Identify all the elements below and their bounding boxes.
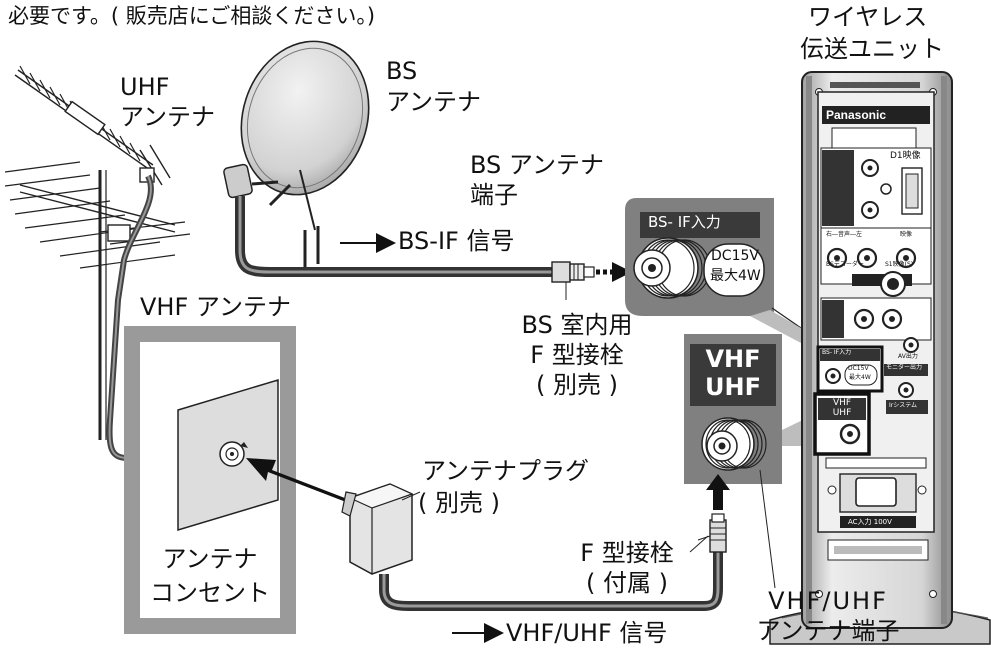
unit-vhf-label: VHF: [832, 398, 852, 408]
brand-logo: Panasonic: [826, 108, 887, 122]
unit-uhf-label: UHF: [832, 408, 852, 418]
bs-connector-label-line2: F 型接栓: [530, 341, 624, 369]
uhf-antenna-label-line1: UHF: [120, 73, 170, 101]
unit-ac-in-label: AC入力 100V: [848, 518, 892, 526]
vhf-terminal-label-line1: VHF/UHF: [768, 587, 888, 615]
unit-bs-if-in-label: BS- IF入力: [822, 349, 852, 356]
antenna-plug-label-line2: ( 別売 ): [418, 489, 500, 517]
unit-bs-decoder-label: BSデコーダー: [826, 261, 864, 268]
unit-ir-system-label: Irシステム: [889, 402, 918, 409]
bs-terminal-label-line1: BS アンテナ: [470, 151, 604, 179]
outlet-label-line1: アンテナ: [162, 545, 258, 573]
supplied-f-connector: [697, 513, 727, 553]
outlet-label-line2: コンセント: [150, 579, 270, 607]
bs-f-connector: [551, 261, 595, 300]
unit-av-out-label: AV出力: [898, 353, 918, 360]
unit-spec-a: DC15V: [848, 365, 869, 372]
unit-s1-label: S1映像(S): [885, 261, 914, 268]
unit-video-label: 映像: [900, 231, 913, 238]
vhf-antenna-label: VHF アンテナ: [140, 293, 291, 321]
vhf-panel-label-line1: VHF: [705, 345, 761, 373]
vhf-signal-label: VHF/UHF 信号: [506, 619, 668, 647]
uhf-vhf-antenna: [4, 65, 191, 440]
uhf-antenna-label-line2: アンテナ: [120, 103, 216, 131]
vhf-panel-label-line2: UHF: [705, 373, 761, 401]
bs-antenna-label-line1: BS: [386, 57, 418, 85]
bs-terminal-label-line2: 端子: [470, 181, 518, 209]
unit-d1-label: D1映像: [890, 151, 921, 161]
unit-spec-b: 最大4W: [849, 374, 871, 381]
f-connector-label-line2: ( 付属 ): [586, 569, 668, 597]
vhf-terminal-label-line2: アンテナ端子: [756, 617, 900, 645]
vhf-insert-arrow: [706, 474, 730, 510]
bs-insert-arrow: [612, 262, 632, 282]
antenna-outlet: [124, 326, 296, 634]
f-connector-label-line1: F 型接栓: [580, 539, 674, 567]
bs-dish: [223, 40, 370, 270]
plug-insert-arrow: [246, 458, 350, 502]
bs-antenna-label-line2: アンテナ: [386, 88, 482, 116]
bs-panel-spec-line1: DC15V: [711, 248, 759, 264]
antenna-plug-label-line1: アンテナプラグ: [422, 457, 590, 485]
bs-panel-title: BS- IF入力: [648, 213, 721, 231]
bs-connector-label-line1: BS 室内用: [521, 311, 633, 339]
unit-monitor-out-label: モニター出力: [886, 364, 923, 371]
antenna-plug: [341, 483, 414, 575]
bs-if-signal-label: BS-IF 信号: [398, 227, 515, 255]
bs-connector-label-line3: ( 別売 ): [536, 371, 618, 399]
top-note: 必要です。( 販売店にご相談ください。): [8, 4, 376, 28]
unit-title-line2: 伝送ユニット: [800, 35, 944, 63]
wireless-unit: [769, 71, 991, 645]
bs-panel-spec-line2: 最大4W: [710, 268, 761, 284]
unit-audio-row-label: 右―音声―左: [826, 231, 863, 238]
unit-title-line1: ワイヤレス: [808, 3, 928, 31]
